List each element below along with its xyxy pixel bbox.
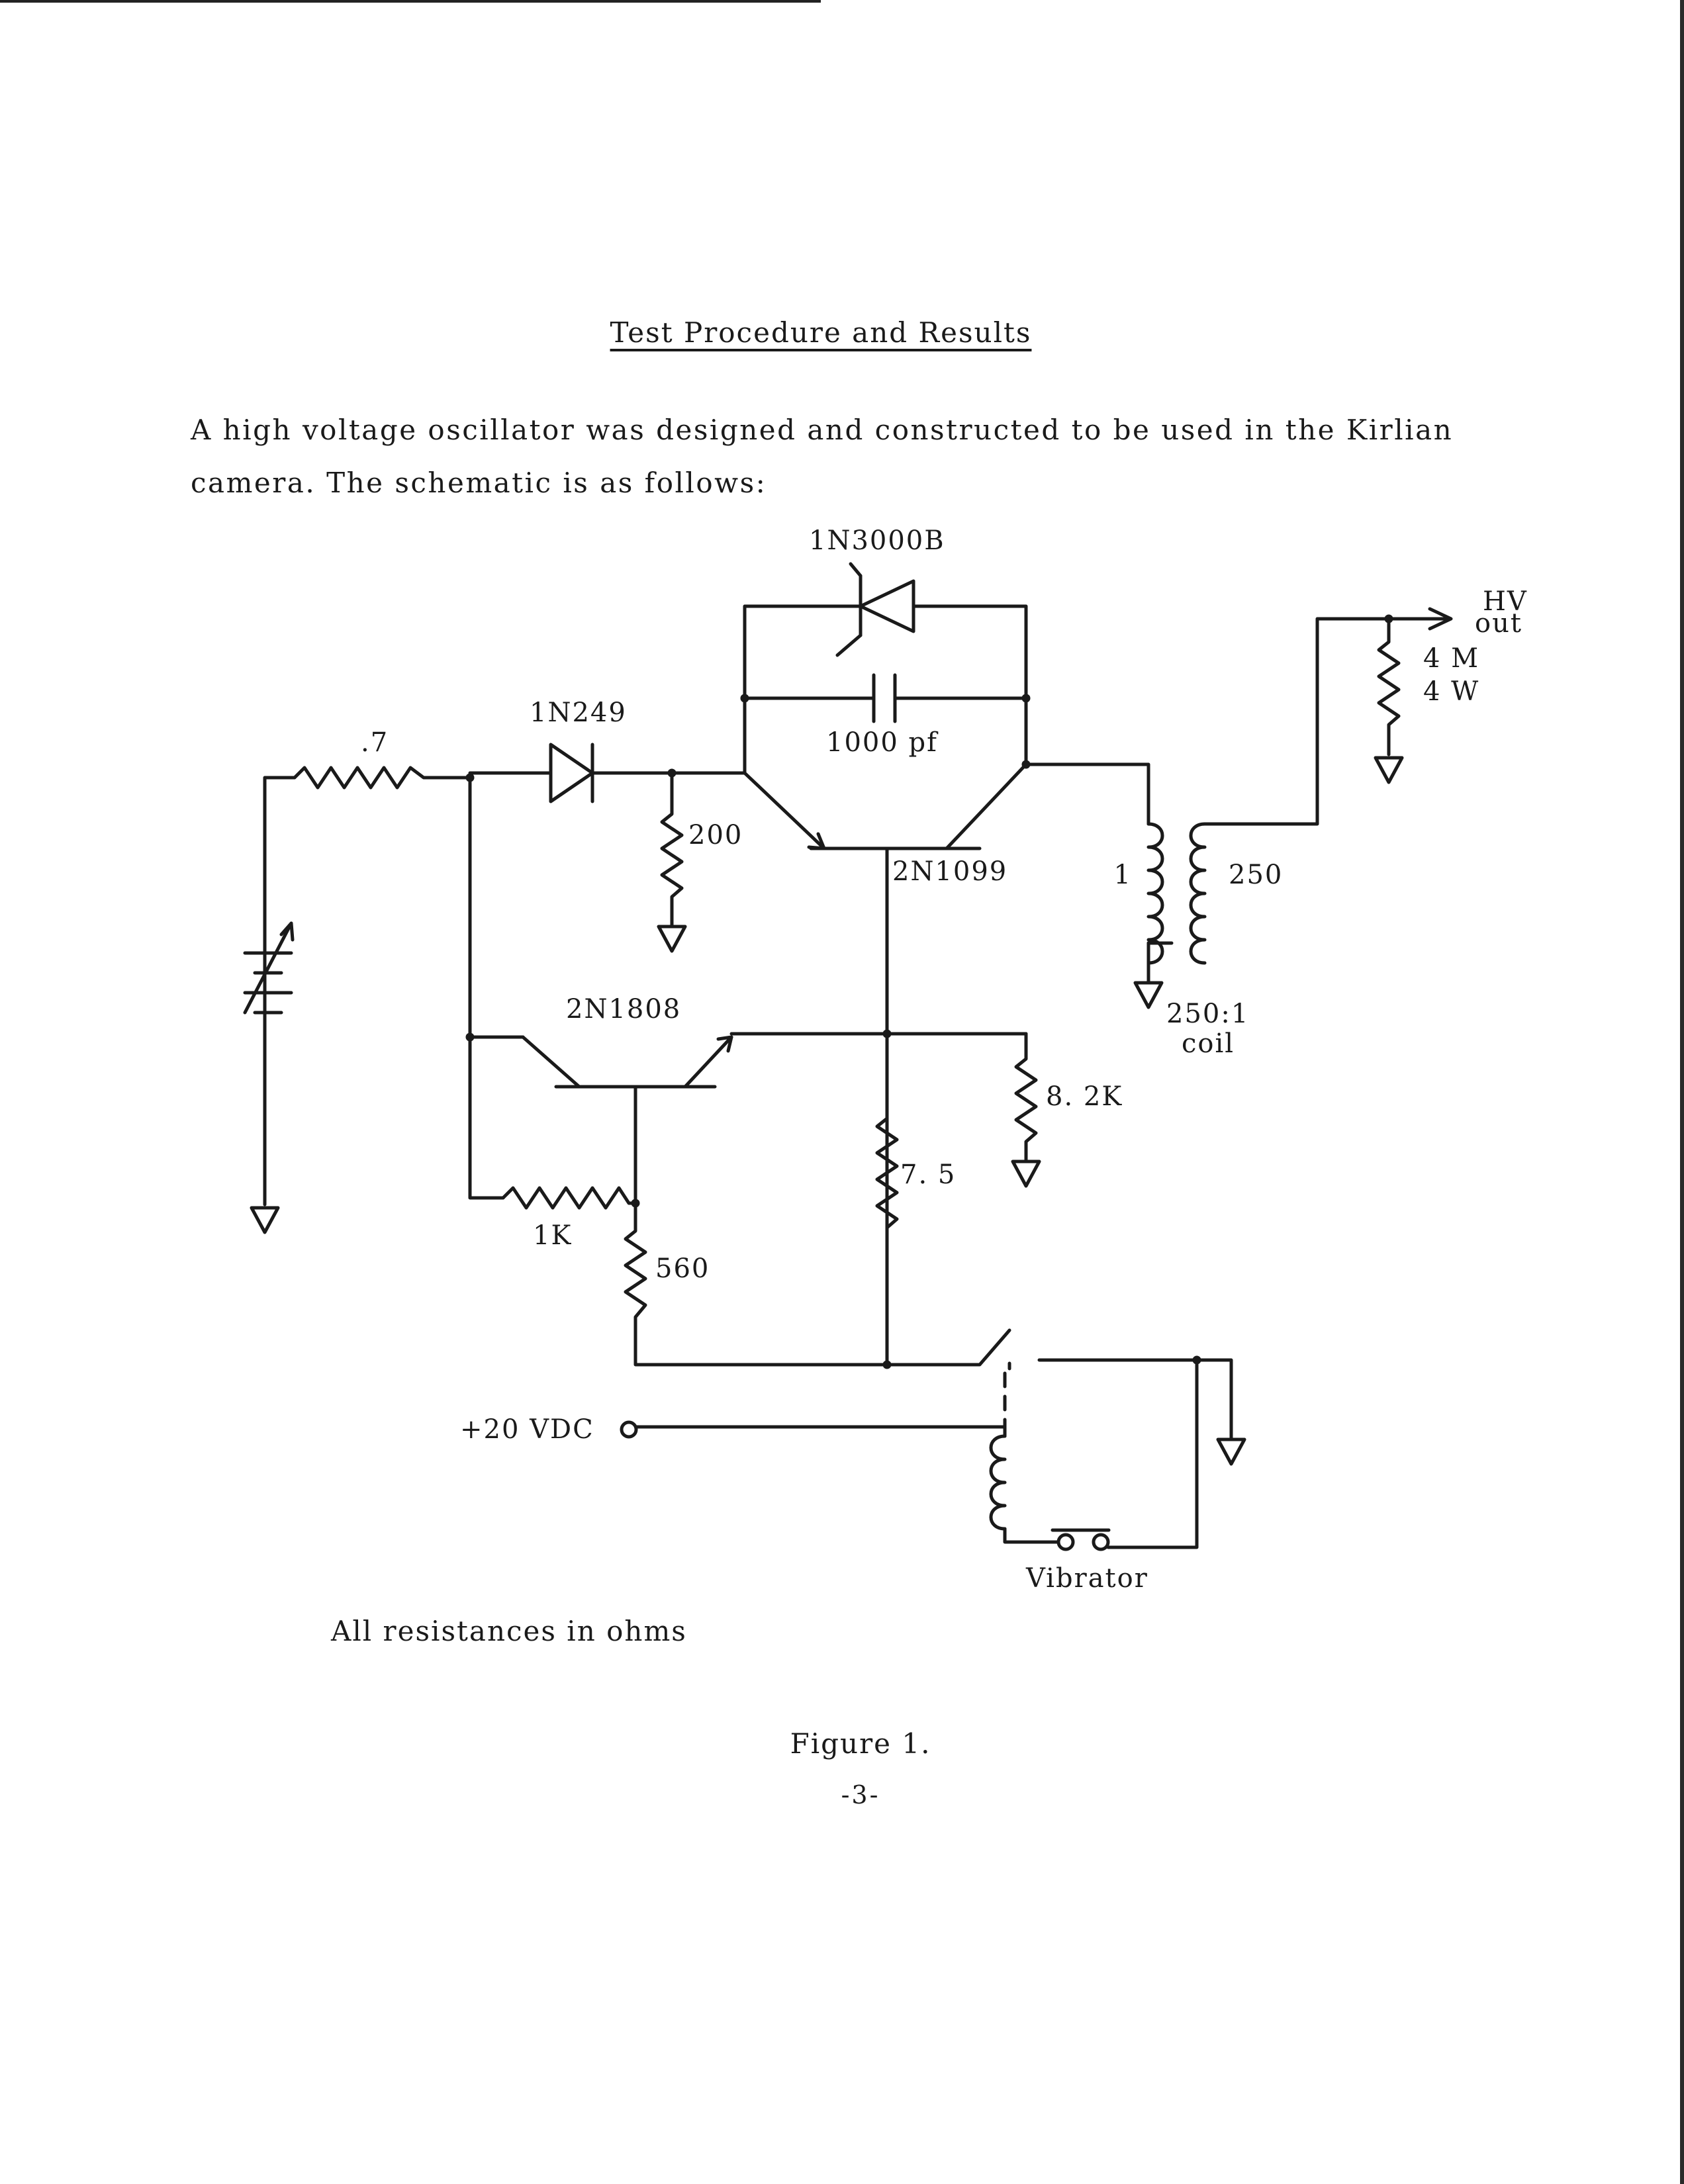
- label-resistor-7-5: 7. 5: [900, 1160, 956, 1190]
- section-heading: Test Procedure and Results: [610, 316, 1032, 349]
- label-coil-word: coil: [1182, 1028, 1235, 1059]
- resistor-7-5: [875, 1116, 899, 1230]
- label-transistor-2n1808: 2N1808: [566, 994, 681, 1024]
- resistance-note: All resistances in ohms: [331, 1615, 687, 1647]
- figure-caption: Figure 1.: [790, 1727, 931, 1760]
- label-resistor-0-7: .7: [361, 727, 389, 758]
- label-load-wattage: 4 W: [1423, 676, 1479, 707]
- transistor-2n1099-symbol: [743, 696, 1028, 1365]
- label-load-resistance: 4 M: [1423, 643, 1479, 674]
- label-hv: HV: [1483, 586, 1528, 617]
- body-paragraph: A high voltage oscillator was designed a…: [191, 414, 1454, 499]
- label-coil-secondary: 250: [1229, 860, 1283, 890]
- diode-1n249-symbol: [468, 743, 747, 803]
- label-transistor-2n1099: 2N1099: [892, 856, 1007, 887]
- transformer-250-1-coil: [1133, 607, 1453, 1009]
- top-edge-line: [0, 0, 821, 3]
- transistor-2n1808-symbol: [468, 1029, 1028, 1205]
- right-edge-shadow: [1680, 0, 1684, 2184]
- resistor-560: [624, 1201, 889, 1367]
- variable-battery-symbol: [243, 776, 297, 1234]
- label-resistor-560: 560: [655, 1253, 710, 1284]
- resistor-0-7: [293, 766, 472, 790]
- label-supply-20vdc: +20 VDC: [460, 1414, 594, 1445]
- label-resistor-200: 200: [688, 820, 743, 850]
- vibrator-switch-symbol: [620, 1328, 1246, 1551]
- label-zener-1n3000b: 1N3000B: [809, 525, 945, 556]
- page-number: -3-: [841, 1780, 880, 1809]
- capacitor-symbol: [743, 673, 1028, 723]
- label-diode-1n249: 1N249: [530, 698, 627, 728]
- resistor-1k: [501, 1186, 637, 1210]
- label-out: out: [1475, 608, 1522, 639]
- resistor-200-symbol: [657, 771, 687, 953]
- zener-diode-symbol: [743, 562, 1028, 704]
- resistor-8-2k-symbol: [1011, 1032, 1041, 1188]
- label-resistor-1k: 1K: [533, 1220, 572, 1251]
- label-resistor-8-2k: 8. 2K: [1046, 1081, 1123, 1112]
- label-capacitor-1000pf: 1000 pf: [826, 727, 939, 758]
- label-vibrator: Vibrator: [1025, 1563, 1148, 1594]
- label-coil-ratio: 250:1: [1166, 999, 1249, 1029]
- load-resistor-4m: [1374, 614, 1404, 784]
- label-coil-primary: 1: [1114, 860, 1132, 890]
